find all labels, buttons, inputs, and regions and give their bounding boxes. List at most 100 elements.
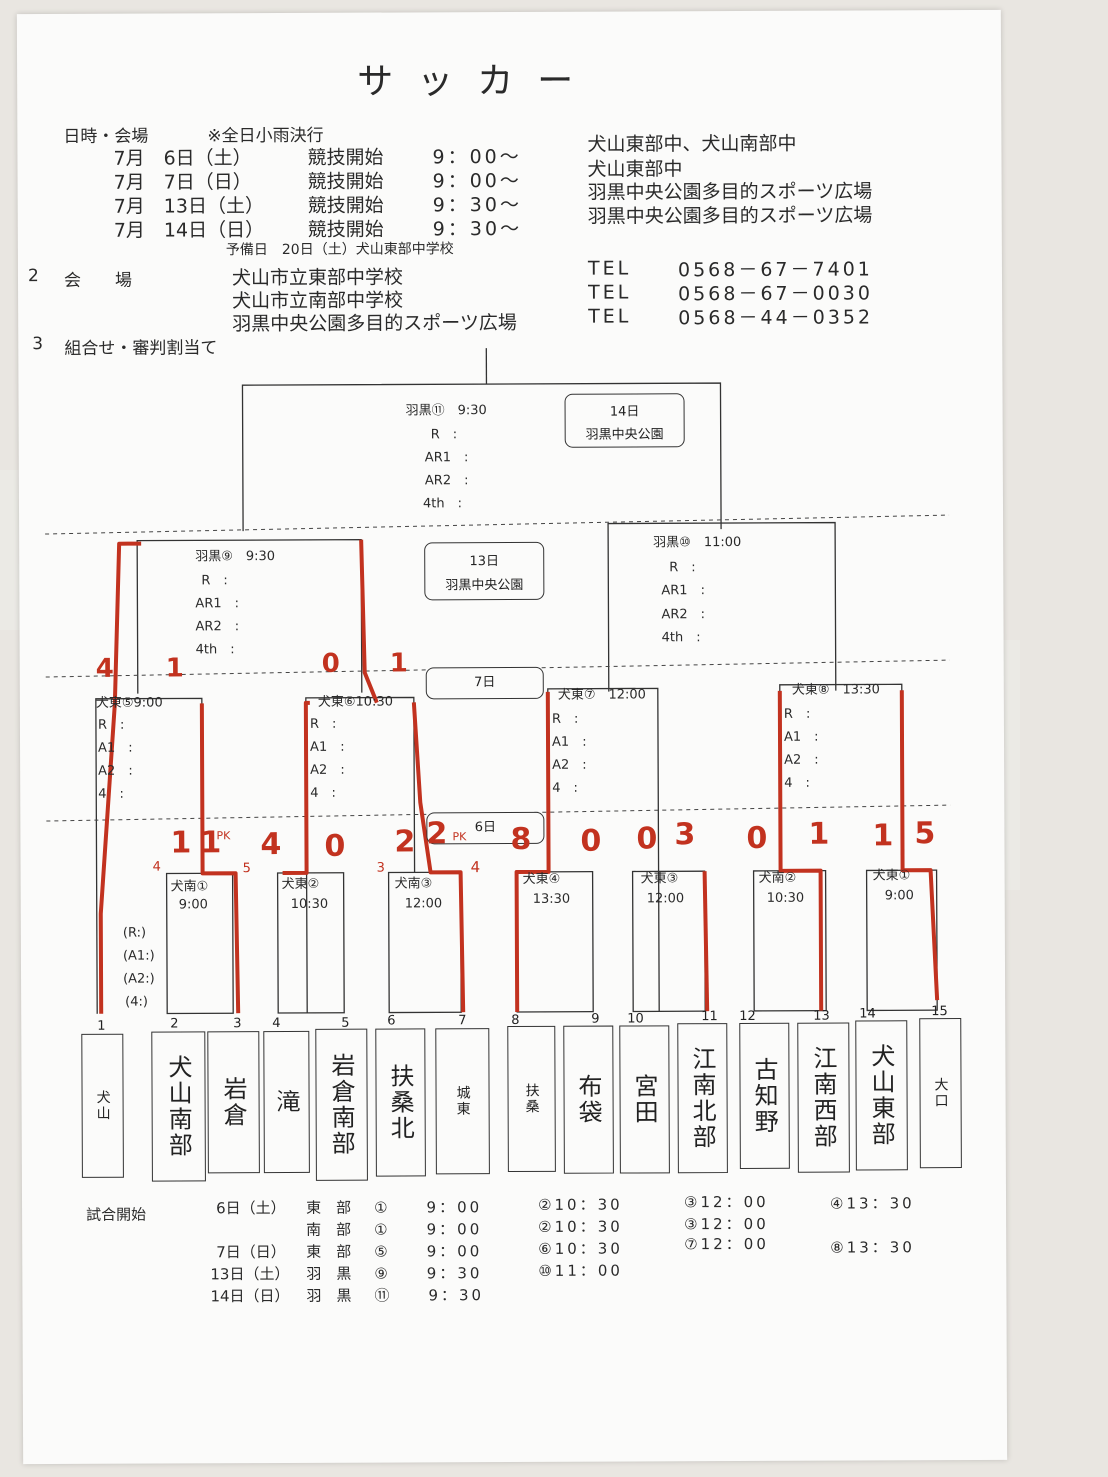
qf-1-r: R : — [97, 717, 125, 733]
sched-venue-1: 東 部 — [306, 1198, 352, 1217]
sched-day-3: 7日（日） — [216, 1242, 286, 1262]
slot-10: 10 — [627, 1011, 644, 1027]
qf-2-a2: A2 : — [310, 762, 345, 778]
slot-7: 7 — [458, 1013, 467, 1029]
pk-score-4: 4 — [470, 858, 481, 877]
score-r1-4: 0 — [324, 828, 346, 864]
sched-c4-3: ⑧13：30 — [830, 1238, 915, 1257]
sched-venue-5: 羽 黒 — [306, 1286, 352, 1305]
score-qf-4: 1 — [389, 648, 408, 679]
score-r1-13: 1 — [872, 818, 894, 854]
slot-2: 2 — [170, 1016, 179, 1032]
semi-right-match: 羽黒⑩ 11:00 — [653, 534, 742, 551]
qf-3-a1: A1 : — [551, 734, 587, 750]
score-r1-5: 2 — [394, 824, 416, 860]
slot-6: 6 — [387, 1013, 396, 1029]
slot-12: 12 — [739, 1008, 756, 1025]
team-5: 岩倉南部 — [315, 1028, 368, 1181]
final-venue: 羽黒中央公園 — [585, 427, 664, 443]
team-1: 犬山 — [81, 1033, 124, 1178]
slot-14: 14 — [859, 1006, 876, 1022]
day7-box: 7日 — [425, 666, 544, 700]
semi-left-match: 羽黒⑨ 9:30 — [195, 549, 276, 565]
qf-1-match: 犬東⑤9:00 — [95, 695, 163, 711]
sched-c1-2: ① 9：00 — [374, 1220, 483, 1239]
sched-day-5: 14日（日） — [210, 1286, 290, 1306]
r1-match-5: 犬東③ — [640, 871, 679, 887]
qf-4-4: 4 : — [784, 775, 810, 791]
score-r1-6: 2 — [426, 816, 448, 852]
score-r1-3: 4 — [260, 827, 282, 863]
r1-time-4: 13:30 — [532, 891, 571, 907]
r1-time-6: 10:30 — [766, 890, 805, 906]
pk-score-2: 5 — [242, 861, 251, 877]
final-4th: 4th : — [422, 496, 463, 512]
r1-time-5: 12:00 — [646, 891, 685, 907]
team-2: 犬山南部 — [151, 1031, 206, 1182]
r1-time-1: 9:00 — [178, 897, 208, 913]
qf-2-match: 犬東⑥10:30 — [317, 694, 394, 710]
team-7: 城東 — [435, 1028, 490, 1175]
score-qf-2: 1 — [165, 653, 184, 684]
sched-c1-5: ⑪ 9：30 — [374, 1286, 485, 1305]
qf-1-a2: A2 : — [98, 763, 133, 779]
semi-right-r: R : — [669, 560, 696, 576]
r1-match-1: 犬南① — [170, 879, 209, 895]
score-qf-3: 0 — [321, 648, 340, 679]
bracket-lines — [45, 348, 951, 1015]
pk-score-3: 3 — [376, 860, 385, 876]
team-9: 布袋 — [563, 1025, 614, 1174]
semi-right-ar1: AR1 : — [661, 583, 705, 599]
qf-2-a1: A1 : — [310, 739, 345, 755]
sched-venue-3: 東 部 — [306, 1242, 352, 1261]
qf-4-r: R : — [783, 706, 811, 722]
final-ar2: AR2 : — [424, 473, 469, 489]
slot-11: 11 — [701, 1009, 718, 1025]
semi-left-ar2: AR2 : — [195, 619, 240, 635]
sched-venue-4: 羽 黒 — [306, 1264, 352, 1283]
qf-4-a1: A1 : — [783, 729, 819, 745]
score-r1-pk-1: PK — [216, 829, 231, 843]
r1-ref-a1: (A1:) — [122, 948, 155, 964]
sched-c1-3: ⑤ 9：00 — [374, 1242, 483, 1261]
pk-score-1: 4 — [152, 859, 161, 875]
semi-left-4th: 4th : — [195, 642, 235, 658]
qf-3-4: 4 : — [552, 780, 578, 796]
tournament-sheet: サッカー 日時・会場 ※全日小雨決行 7月 6日（土） 競技開始 9：00～ 犬… — [16, 9, 1008, 1465]
team-11: 江南北部 — [677, 1023, 728, 1174]
team-14: 犬山東部 — [855, 1020, 908, 1171]
sched-c3-1: ③12：00 — [683, 1192, 769, 1212]
slot-15: 15 — [931, 1004, 948, 1020]
score-r1-9: 0 — [636, 821, 658, 857]
semi-right-4th: 4th : — [661, 630, 701, 646]
semi-left-r: R : — [201, 573, 228, 589]
qf-2-4: 4 : — [310, 785, 336, 801]
schedule-label: 試合開始 — [86, 1205, 147, 1224]
sched-c2-4: ⑩11：00 — [538, 1261, 623, 1280]
qf-3-a2: A2 : — [552, 757, 587, 773]
day13-box: 13日 羽黒中央公園 — [424, 541, 545, 601]
team-13: 江南西部 — [797, 1022, 850, 1173]
team-15: 大口 — [919, 1018, 962, 1169]
score-r1-12: 1 — [808, 816, 830, 852]
score-qf-1: 4 — [95, 653, 114, 684]
final-ar1: AR1 : — [424, 450, 469, 466]
r1-match-6: 犬南② — [758, 870, 797, 886]
sched-c3-3: ⑦12：00 — [684, 1234, 769, 1254]
sched-day-4: 13日（土） — [210, 1264, 290, 1284]
team-6: 扶桑北 — [375, 1028, 426, 1177]
sched-c3-2: ③12：00 — [684, 1214, 769, 1234]
score-r1-11: 0 — [746, 820, 768, 856]
team-12: 古知野 — [739, 1022, 790, 1170]
qf-1-a1: A1 : — [98, 740, 133, 756]
slot-9: 9 — [591, 1011, 600, 1027]
sched-c1-4: ⑨ 9：30 — [374, 1264, 483, 1283]
team-10: 宮田 — [619, 1025, 670, 1174]
r1-match-2: 犬東② — [281, 876, 320, 893]
day13-venue: 羽黒中央公園 — [445, 577, 524, 594]
sched-c1-1: ① 9：00 — [374, 1198, 483, 1217]
final-date: 14日 — [609, 404, 640, 420]
qf-4-a2: A2 : — [784, 752, 819, 768]
qf-4-match: 犬東⑧ 13:30 — [791, 682, 880, 698]
sched-c2-1: ②10：30 — [538, 1195, 623, 1214]
